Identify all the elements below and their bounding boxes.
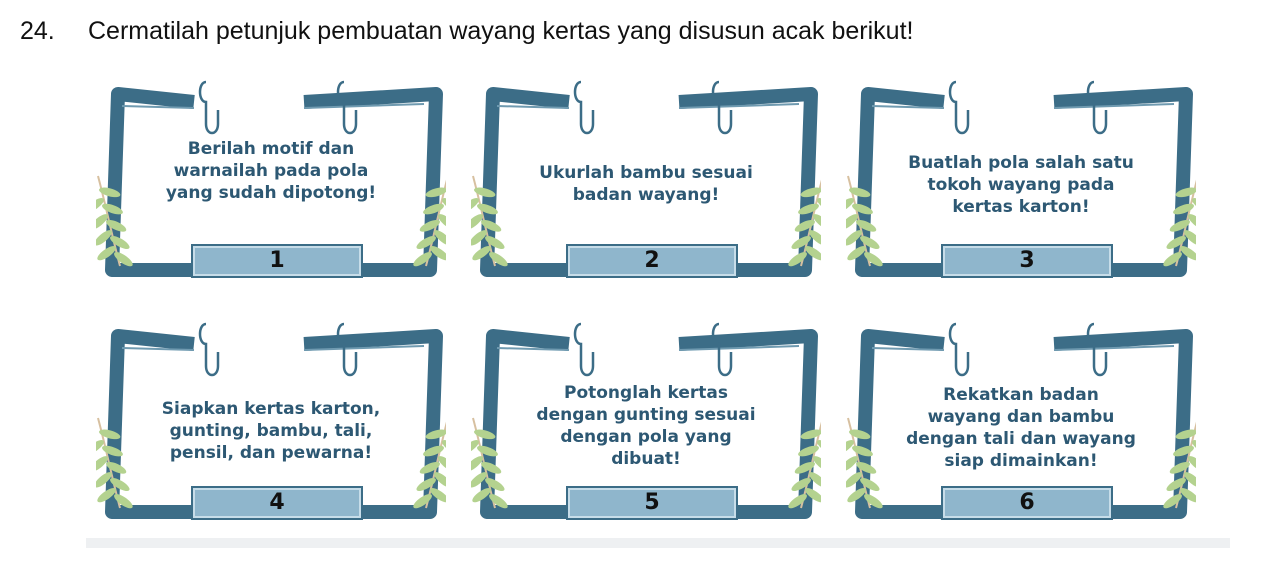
step-card: Potonglah kertas dengan gunting sesuai d…	[471, 322, 821, 522]
ring-clip-icon	[1086, 322, 1108, 377]
step-text: Ukurlah bambu sesuai badan wayang!	[539, 163, 753, 205]
step-number-label: 6	[941, 486, 1113, 520]
step-card: Berilah motif dan warnailah pada pola ya…	[96, 80, 446, 280]
ring-clip-icon	[336, 80, 358, 135]
ring-clip-icon	[711, 322, 733, 377]
leaf-branch-icon	[471, 417, 508, 509]
step-card: Ukurlah bambu sesuai badan wayang! 2	[471, 80, 821, 280]
calendar-frame-icon	[96, 322, 446, 519]
ring-clip-icon	[711, 80, 733, 135]
calendar-frame-icon	[471, 322, 821, 519]
leaf-branch-icon	[846, 175, 883, 267]
question-text: Cermatilah petunjuk pembuatan wayang ker…	[88, 17, 914, 45]
leaf-branch-icon	[413, 421, 446, 509]
ring-clip-icon	[336, 322, 358, 377]
calendar-frame-icon	[846, 322, 1196, 519]
calendar-frame-icon	[471, 80, 821, 277]
leaf-branch-icon	[96, 417, 133, 509]
bottom-divider	[86, 538, 1230, 548]
ring-clip-icon	[198, 322, 220, 377]
leaf-branch-icon	[96, 175, 133, 267]
question-number: 24.	[20, 17, 55, 45]
step-number-label: 4	[191, 486, 363, 520]
ring-clip-icon	[573, 322, 595, 377]
ring-clip-icon	[198, 80, 220, 135]
step-card: Siapkan kertas karton, gunting, bambu, t…	[96, 322, 446, 522]
leaf-branch-icon	[788, 421, 821, 509]
step-card: Buatlah pola salah satu tokoh wayang pad…	[846, 80, 1196, 280]
step-card: Rekatkan badan wayang dan bambu dengan t…	[846, 322, 1196, 522]
leaf-branch-icon	[1163, 179, 1196, 267]
step-text: Buatlah pola salah satu tokoh wayang pad…	[908, 153, 1134, 217]
step-text: Rekatkan badan wayang dan bambu dengan t…	[906, 385, 1136, 471]
step-text: Siapkan kertas karton, gunting, bambu, t…	[161, 399, 381, 463]
leaf-branch-icon	[413, 179, 446, 267]
leaf-branch-icon	[788, 179, 821, 267]
step-number-label: 2	[566, 244, 738, 278]
leaf-branch-icon	[471, 175, 508, 267]
step-number-label: 5	[566, 486, 738, 520]
ring-clip-icon	[948, 80, 970, 135]
leaf-branch-icon	[1163, 421, 1196, 509]
calendar-frame-icon	[846, 80, 1196, 277]
step-text: Berilah motif dan warnailah pada pola ya…	[165, 139, 377, 203]
ring-clip-icon	[573, 80, 595, 135]
ring-clip-icon	[1086, 80, 1108, 135]
calendar-frame-icon	[96, 80, 446, 277]
step-number-label: 3	[941, 244, 1113, 278]
question-heading: 24. Cermatilah petunjuk pembuatan wayang …	[20, 16, 913, 46]
step-text: Potonglah kertas dengan gunting sesuai d…	[536, 383, 756, 469]
ring-clip-icon	[948, 322, 970, 377]
step-number-label: 1	[191, 244, 363, 278]
leaf-branch-icon	[846, 417, 883, 509]
